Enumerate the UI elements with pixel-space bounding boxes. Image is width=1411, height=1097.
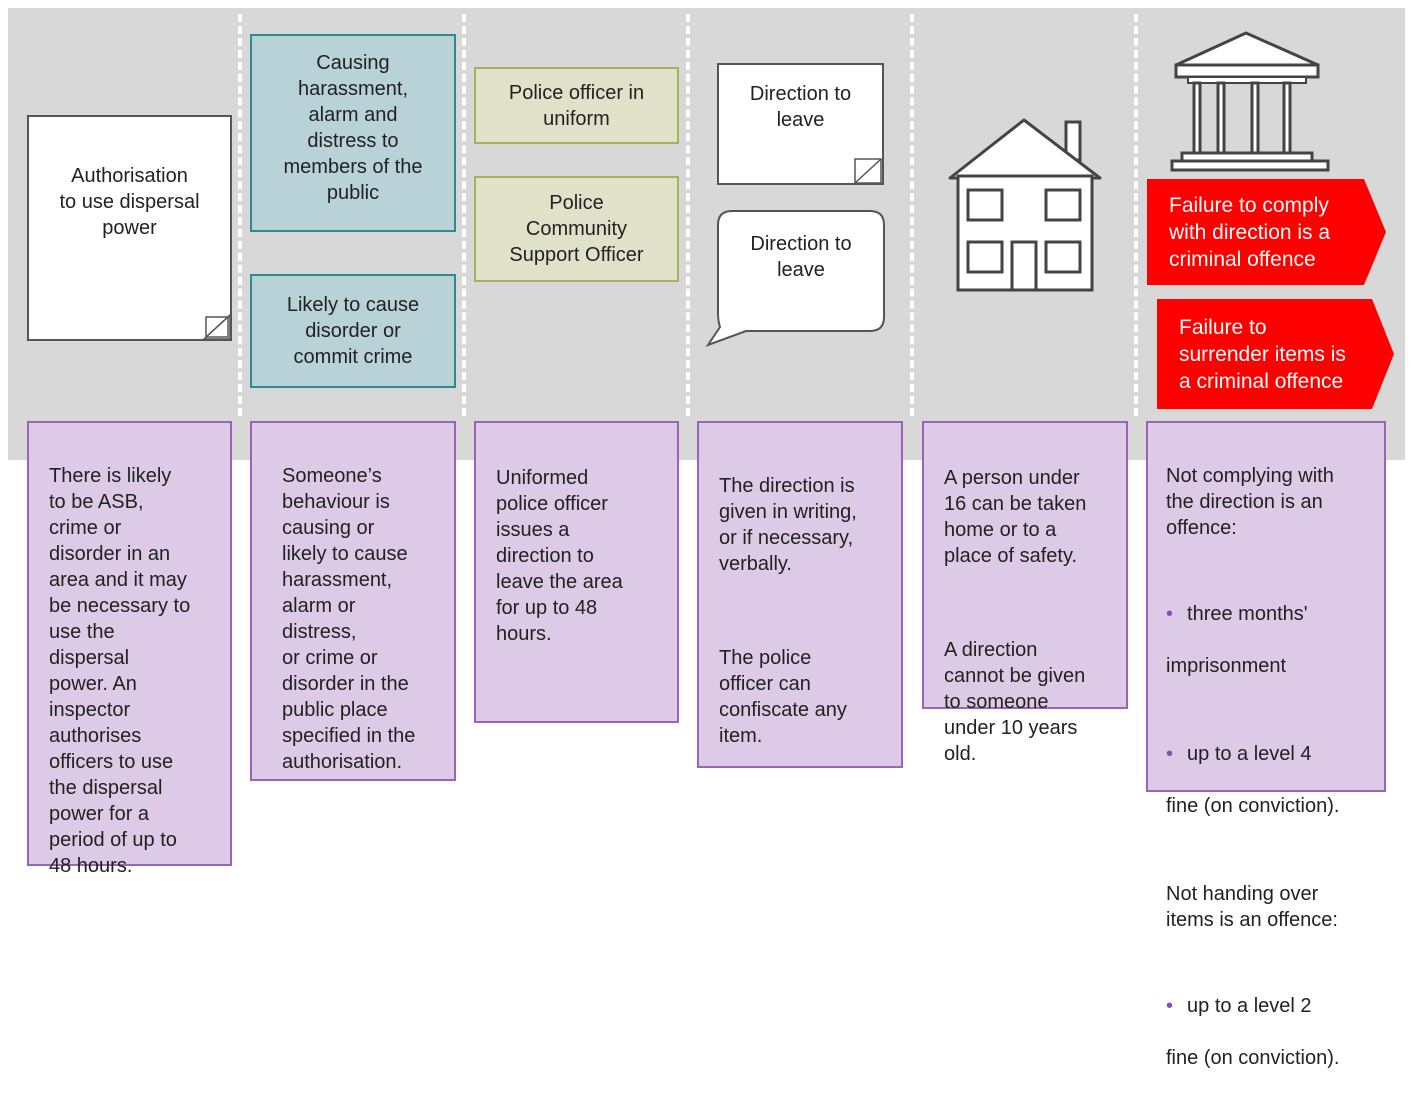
pcso-box: Police Community Support Officer [474,176,679,282]
description-behaviour: Someone’s behaviour is causing or likely… [250,421,456,781]
description-under-16: A person under 16 can be taken home or t… [922,421,1128,765]
description-authorisation: There is likely to be ASB, crime or diso… [27,421,232,877]
verbal-direction-label: Direction to leave [750,233,852,281]
bullet-icon: • [1166,603,1174,625]
police-officer-box: Police officer in uniform [474,67,679,144]
bullet-icon: • [1166,743,1174,765]
courthouse-icon [1170,31,1330,172]
harassment-box: Causing harassment, alarm and distress t… [250,34,456,232]
bullet-icon: • [1166,995,1174,1017]
column-divider [686,14,690,416]
column-divider [1134,14,1138,416]
column-divider [238,14,242,416]
document-fold-icon [854,158,882,184]
description-offences: Not complying with the direction is an o… [1146,421,1386,1069]
offence-bullet: •three months' [1166,603,1308,625]
column-divider [910,14,914,416]
column-divider [462,14,466,416]
offence-bullet: •up to a level 2 [1166,995,1312,1017]
description-direction: The direction is given in writing, or if… [697,421,903,768]
description-uniformed-officer: Uniformed police officer issues a direct… [474,421,679,723]
failure-to-surrender-arrow: Failure to surrender items is a criminal… [1157,299,1394,409]
failure-to-comply-arrow: Failure to comply with direction is a cr… [1147,179,1386,285]
written-direction-document: Direction to leave [717,63,884,185]
offence-bullet: •up to a level 4 [1166,743,1312,765]
authorisation-label: Authorisation to use dispersal power [59,165,200,239]
authorisation-document: Authorisation to use dispersal power [27,115,232,341]
speech-bubble-icon [705,210,885,347]
document-fold-icon [202,313,231,340]
disorder-box: Likely to cause disorder or commit crime [250,274,456,388]
house-icon [948,118,1102,292]
